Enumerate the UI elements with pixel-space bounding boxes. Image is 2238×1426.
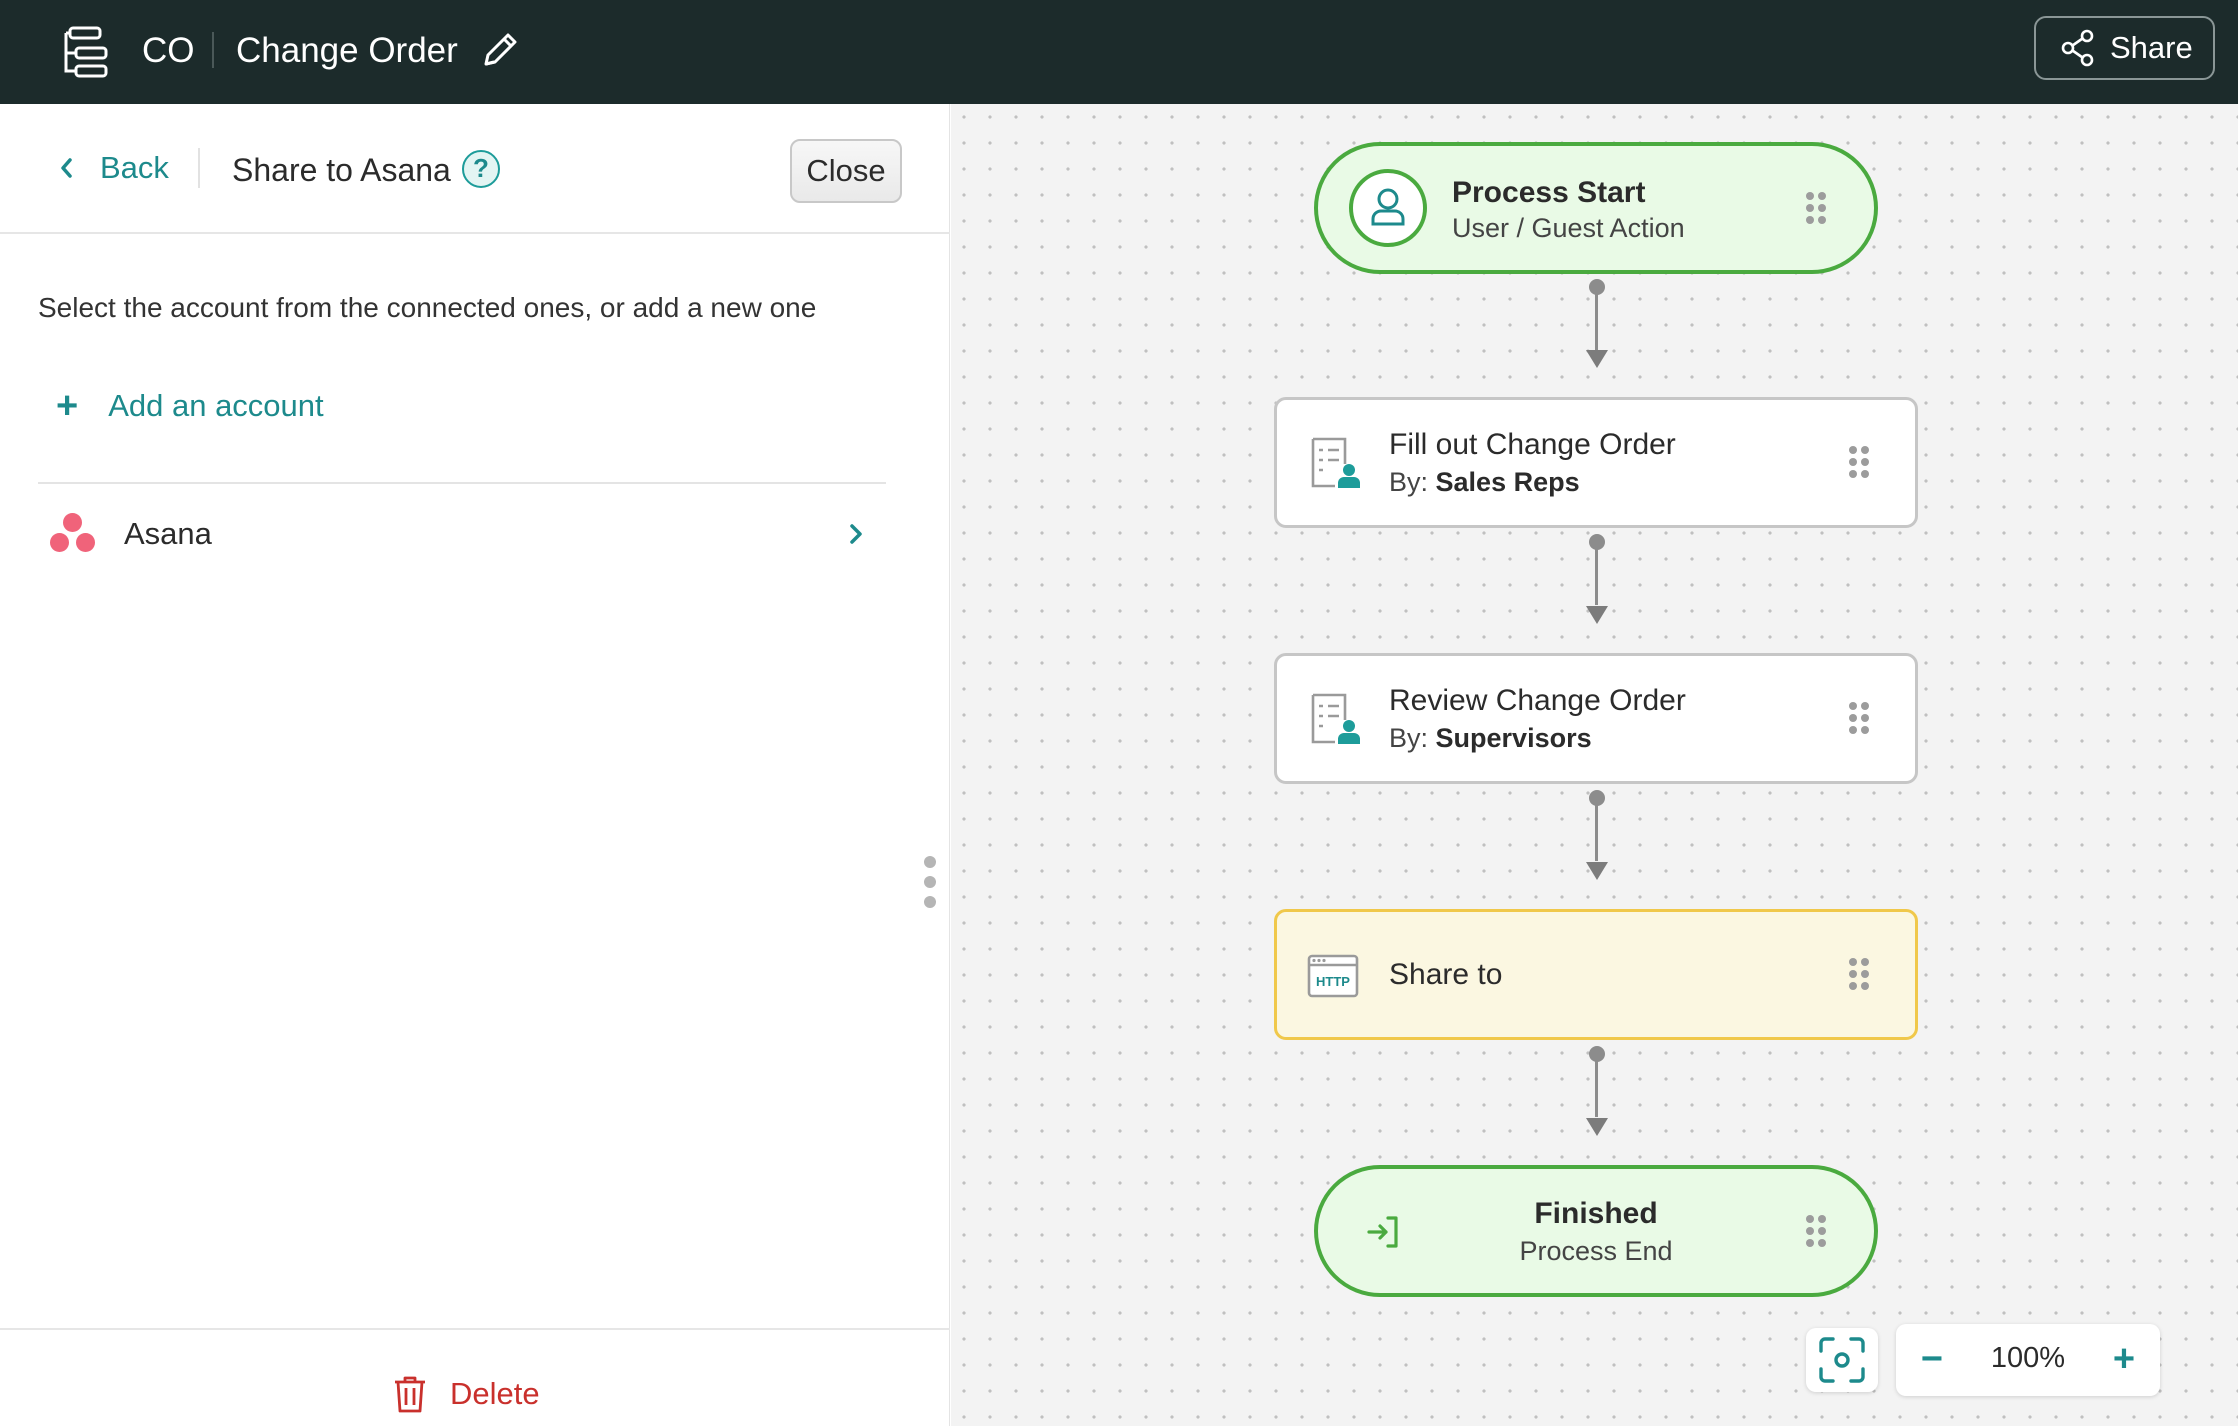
drag-handle-icon[interactable] <box>1806 192 1826 224</box>
assignee-name: Supervisors <box>1435 723 1592 753</box>
by-label: By: <box>1389 723 1429 753</box>
arrow-down-icon <box>1586 606 1608 624</box>
zoom-out-button[interactable]: − <box>1920 1338 1944 1380</box>
flow-node-fill-out-change-order[interactable]: Fill out Change Order By: Sales Reps <box>1274 397 1918 528</box>
app-abbreviation: CO <box>142 31 195 70</box>
properties-panel: Back Share to Asana ? Close Select the a… <box>0 104 950 1426</box>
close-button[interactable]: Close <box>790 139 902 203</box>
node-title: Review Change Order <box>1389 684 1686 717</box>
account-item-asana[interactable]: Asana <box>38 494 886 574</box>
share-button[interactable]: Share <box>2034 16 2215 80</box>
connector-dot <box>1589 790 1605 806</box>
add-account-label: Add an account <box>108 388 324 423</box>
connector-line <box>1595 290 1598 350</box>
arrow-down-icon <box>1586 862 1608 880</box>
arrow-down-icon <box>1586 1118 1608 1136</box>
connector-line <box>1595 545 1598 605</box>
flow-node-share-to[interactable]: HTTP Share to <box>1274 909 1918 1040</box>
panel-resize-handle[interactable] <box>924 856 938 912</box>
instruction-text: Select the account from the connected on… <box>38 292 817 323</box>
node-title: Process Start <box>1452 176 1646 209</box>
node-subtitle: Process End <box>1519 1236 1673 1266</box>
delete-label: Delete <box>450 1376 540 1411</box>
connector-dot <box>1589 279 1605 295</box>
zoom-in-button[interactable]: + <box>2112 1338 2136 1380</box>
process-map-icon[interactable] <box>62 24 112 80</box>
assignee-name: Sales Reps <box>1435 467 1580 497</box>
drag-handle-icon[interactable] <box>1849 446 1869 478</box>
zoom-level: 100% <box>1990 1342 2066 1374</box>
node-subtitle: User / Guest Action <box>1452 213 1685 243</box>
zoom-control: − 100% + <box>1896 1324 2160 1396</box>
back-label: Back <box>100 150 169 185</box>
node-title: Fill out Change Order <box>1389 428 1676 461</box>
title-divider <box>212 32 214 68</box>
panel-title: Share to Asana <box>232 152 451 188</box>
flow-canvas[interactable]: Process Start User / Guest Action Fill o… <box>951 104 2238 1426</box>
http-icon-text: HTTP <box>1316 974 1350 989</box>
chevron-right-icon <box>850 524 862 544</box>
connector-dot <box>1589 534 1605 550</box>
account-divider <box>38 482 886 484</box>
edit-pencil-icon[interactable] <box>478 28 522 72</box>
exit-icon <box>1367 1216 1398 1248</box>
connector-line <box>1595 801 1598 861</box>
fit-to-screen-button[interactable] <box>1806 1328 1878 1392</box>
help-icon[interactable]: ? <box>462 150 500 188</box>
panel-footer: Delete <box>0 1328 950 1426</box>
page-title: Change Order <box>236 31 458 70</box>
node-title: Share to <box>1389 958 1503 991</box>
header-divider <box>198 148 200 188</box>
http-icon: HTTP <box>1307 954 1359 998</box>
node-title: Finished <box>1534 1197 1658 1230</box>
form-user-icon <box>1311 437 1360 488</box>
drag-handle-icon[interactable] <box>1806 1215 1826 1247</box>
connector-line <box>1595 1057 1598 1117</box>
asana-logo-icon <box>48 509 98 559</box>
top-bar: CO Change Order Share <box>0 0 2238 104</box>
chevron-left-icon <box>61 158 72 178</box>
account-name: Asana <box>124 516 212 551</box>
focus-icon <box>1819 1337 1865 1383</box>
connector-dot <box>1589 1046 1605 1062</box>
user-icon <box>1349 169 1427 247</box>
flow-node-process-start[interactable]: Process Start User / Guest Action <box>1314 142 1878 274</box>
node-assignee: By: Sales Reps <box>1389 464 1580 500</box>
share-label: Share <box>2110 30 2193 65</box>
back-button[interactable]: Back <box>58 150 169 186</box>
delete-button[interactable]: Delete <box>392 1374 540 1414</box>
flow-node-finished[interactable]: Finished Process End <box>1314 1165 1878 1297</box>
add-account-button[interactable]: + Add an account <box>56 385 324 427</box>
trash-icon <box>395 1376 425 1413</box>
drag-handle-icon[interactable] <box>1849 958 1869 990</box>
flow-node-review-change-order[interactable]: Review Change Order By: Supervisors <box>1274 653 1918 784</box>
by-label: By: <box>1389 467 1429 497</box>
form-user-icon <box>1311 693 1360 744</box>
plus-icon: + <box>56 385 79 427</box>
arrow-down-icon <box>1586 350 1608 368</box>
share-icon <box>2061 29 2094 67</box>
node-assignee: By: Supervisors <box>1389 720 1592 756</box>
drag-handle-icon[interactable] <box>1849 702 1869 734</box>
panel-header: Back Share to Asana ? Close <box>0 104 950 234</box>
